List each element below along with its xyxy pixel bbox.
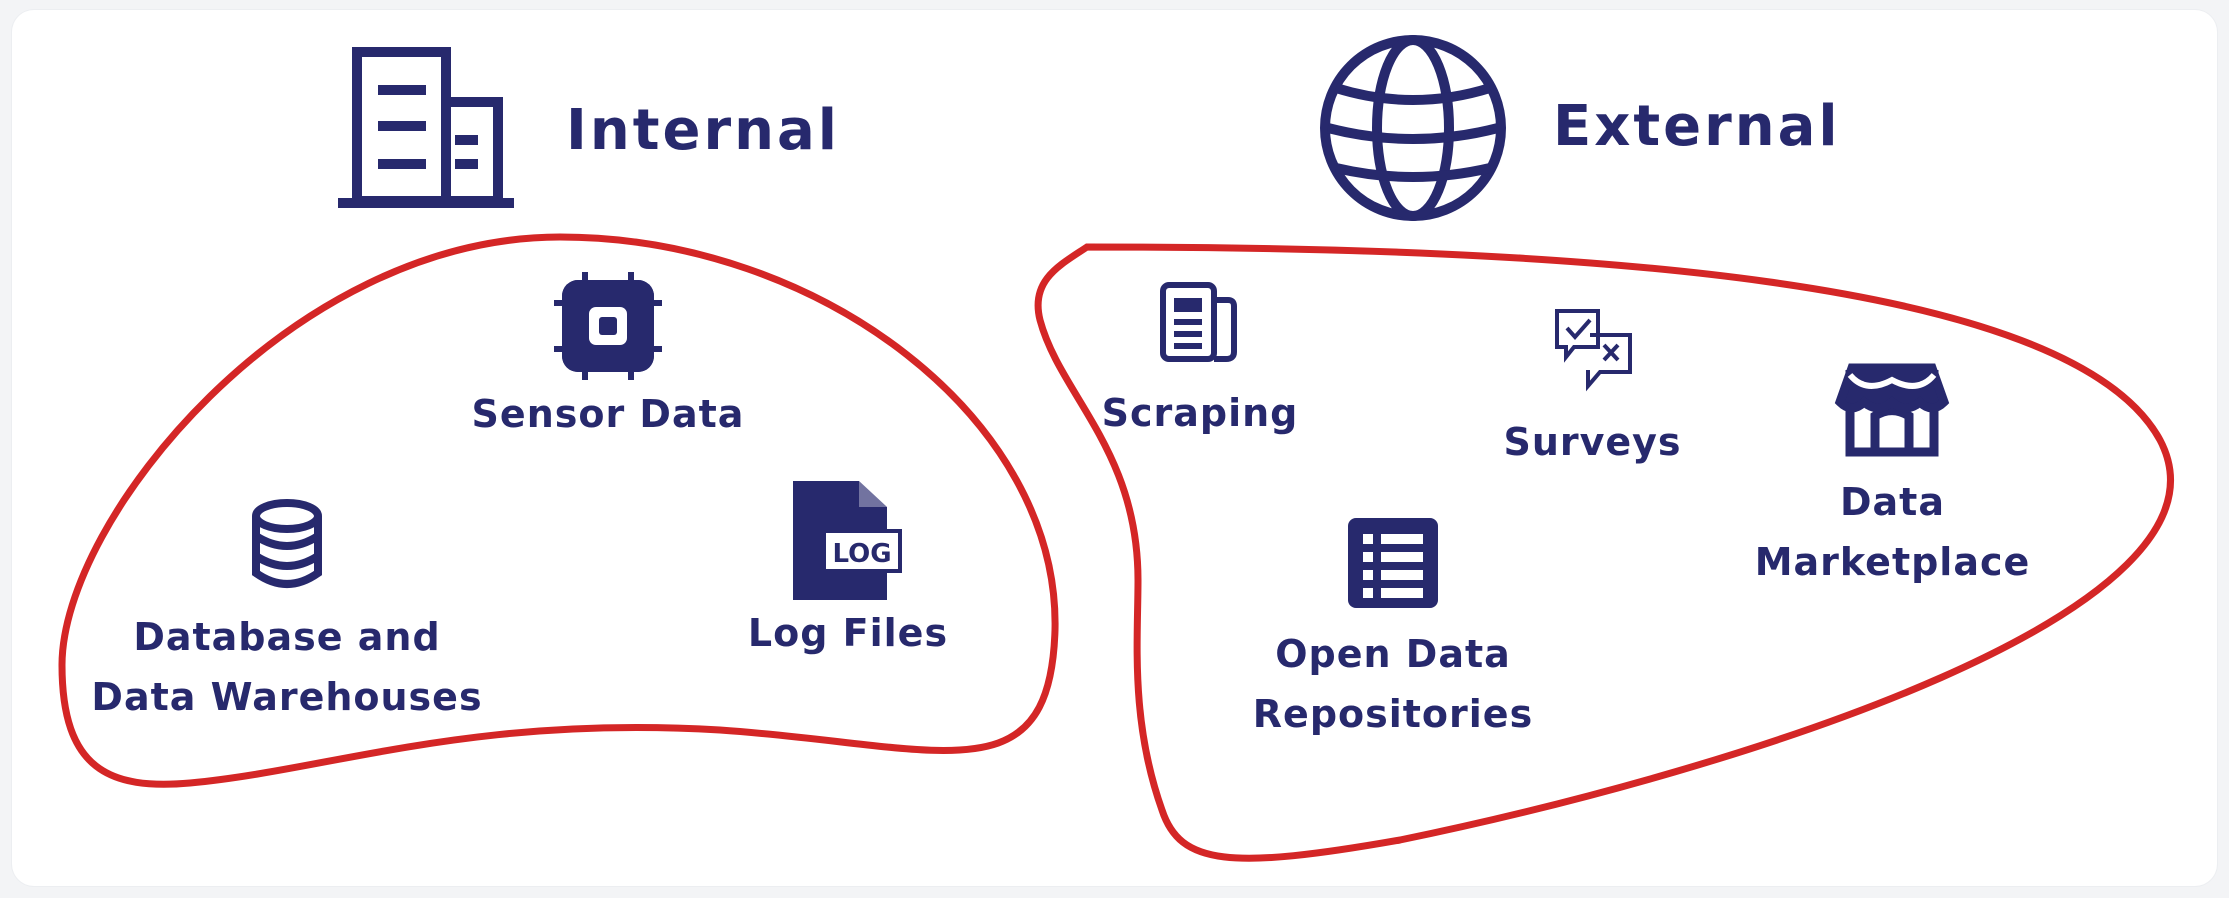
log-badge-text: LOG [832, 539, 891, 569]
item-label-line: Marketplace [1754, 540, 2031, 584]
database-icon [252, 499, 322, 588]
internal-heading: Internal [566, 98, 840, 163]
item-label-line: Database and [133, 615, 441, 659]
log-file-icon: LOG [793, 481, 902, 600]
internal-boundary [58, 233, 1059, 788]
external-boundary [1034, 243, 2174, 862]
chip-icon [554, 272, 662, 380]
item-open-data-repositories: Open Data Repositories [1228, 624, 1558, 744]
item-surveys: Surveys [1450, 412, 1735, 472]
item-label-line: Log Files [747, 611, 949, 655]
item-log-files: Log Files [698, 603, 998, 663]
item-label-line: Surveys [1503, 420, 1682, 464]
newspaper-icon [1160, 282, 1237, 362]
item-label-line: Data Warehouses [91, 675, 483, 719]
item-scraping: Scraping [1060, 383, 1340, 443]
storefront-icon [1834, 363, 1950, 457]
office-building-icon [338, 47, 514, 208]
globe-icon [1320, 35, 1506, 221]
item-label-line: Data [1840, 480, 1945, 524]
item-label-line: Repositories [1252, 692, 1534, 736]
item-label-line: Scraping [1101, 391, 1299, 435]
item-database-warehouses: Database and Data Warehouses [80, 607, 494, 727]
item-label-line: Open Data [1275, 632, 1511, 676]
item-data-marketplace: Data Marketplace [1736, 472, 2049, 592]
item-label-line: Sensor Data [471, 392, 745, 436]
external-heading: External [1553, 94, 1841, 159]
survey-icon [1555, 309, 1632, 392]
list-table-icon [1348, 518, 1438, 608]
item-sensor-data: Sensor Data [428, 384, 788, 444]
